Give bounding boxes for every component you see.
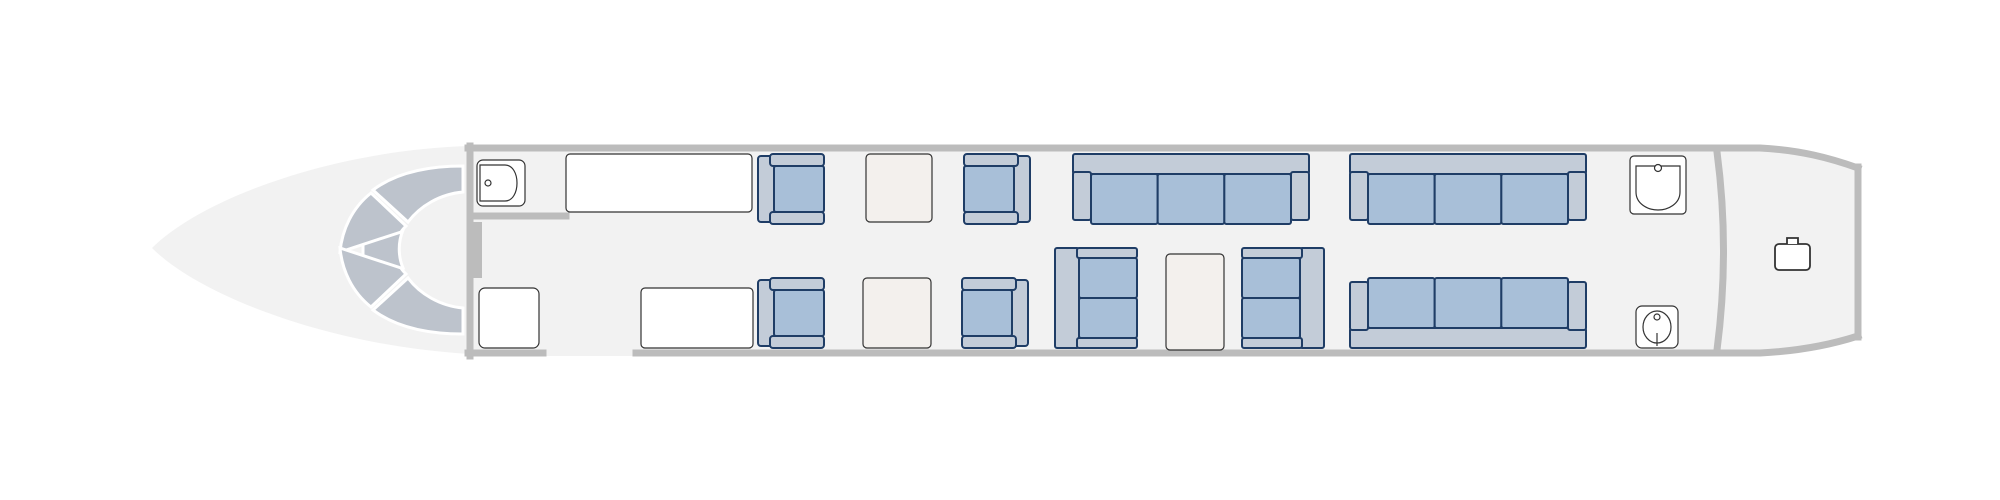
galley-counter-lower-fwd [478,287,540,349]
side-seat-cushion [1241,297,1301,339]
cockpit-seat-middle-top [338,191,409,255]
fuselage-bottom-wall-aft [632,331,1863,357]
divan-arm-left [1349,281,1369,331]
toilet-icon [1629,155,1687,215]
club-seat-armrest-top [769,153,825,167]
divan-arm-right [1290,171,1310,221]
table-upper [865,153,933,223]
divan-1 [1072,153,1310,225]
luggage-icon [1774,237,1811,271]
side-seats-group [1054,247,1325,349]
divan-arm-left [1349,171,1369,221]
forward-sink-icon [476,159,526,207]
side-seat-cushion [1078,257,1138,299]
club-seat-1 [757,153,825,225]
side-seat-back [1054,247,1080,349]
side-seat-arm-top [1241,247,1303,259]
table-lower [862,277,932,349]
divan-cushion [1090,173,1159,225]
club-seat-cushion [773,165,825,213]
side-seat-cushion [1078,297,1138,339]
divan-cushion [1500,173,1570,225]
club-seat-armrest-bottom [961,335,1017,349]
divan-cushion [1156,173,1226,225]
club-seat-armrest-top [963,153,1019,167]
divan-cushion [1500,277,1570,329]
galley-counter-upper [565,153,753,213]
club-seat-cushion [961,289,1013,337]
side-seat-pair-2 [1241,247,1325,349]
divans-group [1072,153,1587,349]
divan-back [1349,153,1587,175]
divan-arm-right [1567,171,1587,221]
aft-sink-icon [1635,305,1679,349]
side-seat-cushion [1241,257,1301,299]
side-seat-pair-1 [1054,247,1138,349]
side-seat-arm-bottom [1241,337,1303,349]
divan-cushion [1433,173,1503,225]
side-seat-arm-bottom [1076,337,1138,349]
club-seat-armrest-bottom [963,211,1019,225]
club-seat-2 [757,277,825,349]
side-seat-arm-top [1076,247,1138,259]
club-seat-cushion [773,289,825,337]
cockpit-seat-upper [370,164,465,225]
aft-bulkhead [1713,148,1727,354]
cockpit-seat-lower [370,275,465,336]
divan-cushion [1367,173,1436,225]
club-seats-group [757,153,1031,349]
divan-cushion [1223,173,1293,225]
fuselage-top-wall [464,144,1863,173]
club-seat-armrest-top [769,277,825,291]
divan-cushion [1433,277,1503,329]
divan-back [1349,327,1587,349]
club-seat-cushion [963,165,1015,213]
divan-back [1072,153,1310,175]
table-center [1165,253,1225,351]
bulkhead-door-post [470,222,482,278]
club-seat-armrest-bottom [769,335,825,349]
club-seat-armrest-top [961,277,1017,291]
club-seat-armrest-bottom [769,211,825,225]
divan-cushion [1367,277,1436,329]
divan-arm-right [1567,281,1587,331]
cockpit-seat-middle-bottom [338,245,409,309]
divan-2 [1349,153,1587,225]
divan-3 [1349,277,1587,349]
divan-arm-left [1072,171,1092,221]
galley-counter-lower-aft [640,287,754,349]
club-seat-3 [963,153,1031,225]
club-seat-4 [961,277,1029,349]
side-seat-back [1299,247,1325,349]
